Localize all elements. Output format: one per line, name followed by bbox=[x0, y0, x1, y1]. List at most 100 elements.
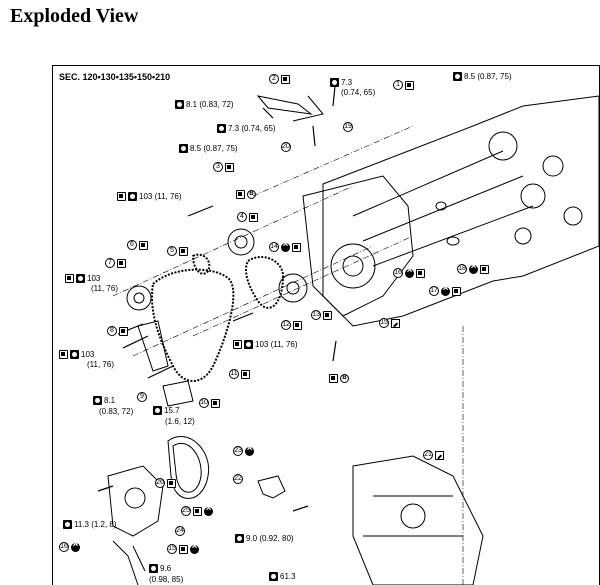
engine-oil-icon bbox=[139, 240, 148, 250]
torque-label: 7.3 (0.74, 65) bbox=[217, 124, 276, 133]
part-number-1: 1 bbox=[393, 80, 403, 90]
engine-oil-icon bbox=[323, 310, 332, 320]
front-cover-gasket bbox=[167, 435, 210, 499]
part-number-24: 24 bbox=[175, 526, 185, 536]
torque-label: 61.3 bbox=[269, 572, 296, 581]
water-pump bbox=[107, 465, 164, 537]
torque-label: 103 (11, 76) bbox=[117, 192, 182, 201]
do-not-reuse-icon bbox=[281, 240, 290, 252]
bolt-torque-icon bbox=[149, 564, 158, 573]
camshaft-sprockets bbox=[126, 228, 308, 311]
engine-oil-icon bbox=[179, 544, 188, 554]
bolt-torque-icon bbox=[330, 78, 339, 87]
torque-label: 9.0 (0.92, 80) bbox=[235, 534, 294, 543]
bolts bbox=[97, 85, 337, 512]
part-label-17: 17 bbox=[429, 284, 461, 296]
part-label-2: 2 bbox=[269, 74, 290, 84]
oil-b-label: B bbox=[236, 190, 256, 199]
bolt-torque-icon bbox=[70, 350, 79, 359]
part-number-25: 25 bbox=[181, 506, 191, 516]
part-number-5: 5 bbox=[167, 246, 177, 256]
do-not-reuse-icon bbox=[190, 542, 199, 554]
timing-chain-primary bbox=[151, 268, 235, 382]
exploded-view-drawing bbox=[97, 85, 599, 585]
part-label-12: 12 bbox=[281, 320, 302, 330]
do-not-reuse-icon bbox=[245, 444, 254, 456]
torque-label-cont: (11, 76) bbox=[87, 360, 114, 369]
sealant-icon bbox=[435, 450, 444, 460]
part-number-3: 3 bbox=[213, 162, 223, 172]
part-number-23: 23 bbox=[233, 446, 243, 456]
torque-label: 8.1 bbox=[93, 396, 115, 405]
bolt-torque-icon bbox=[217, 124, 226, 133]
oil-b-label: B bbox=[329, 374, 349, 383]
bolt-torque-icon bbox=[76, 274, 85, 283]
engine-oil-icon bbox=[179, 246, 188, 256]
part-label-4: 4 bbox=[237, 212, 258, 222]
bolt-torque-icon bbox=[235, 534, 244, 543]
part-number-14: 14 bbox=[269, 242, 279, 252]
part-number-9: 9 bbox=[137, 392, 147, 402]
torque-label: 8.1 (0.83, 72) bbox=[175, 100, 234, 109]
part-label-24: 24 bbox=[175, 526, 185, 536]
tensioner-arm bbox=[137, 320, 169, 372]
engine-oil-icon bbox=[241, 369, 250, 379]
engine-oil-icon bbox=[405, 80, 414, 90]
part-label-26: 26 bbox=[155, 478, 176, 488]
engine-oil-icon bbox=[293, 320, 302, 330]
chain-guide-top bbox=[256, 95, 313, 115]
part-label-14: 14 bbox=[269, 240, 301, 252]
engine-oil-icon bbox=[480, 264, 489, 274]
torque-label: 103 bbox=[59, 350, 94, 359]
part-label-3: 3 bbox=[213, 162, 234, 172]
torque-label-cont: (11, 76) bbox=[91, 284, 118, 293]
engine-oil-icon bbox=[117, 258, 126, 268]
part-number-12: 12 bbox=[281, 320, 291, 330]
part-number-17: 17 bbox=[429, 286, 439, 296]
part-number-15: 15 bbox=[167, 544, 177, 554]
part-label-6: 6 bbox=[127, 240, 148, 250]
part-label-7: 7 bbox=[105, 258, 126, 268]
torque-label: 8.5 (0.87, 75) bbox=[453, 72, 512, 81]
engine-oil-icon bbox=[211, 398, 220, 408]
part-label-5: 5 bbox=[167, 246, 188, 256]
engine-oil-icon bbox=[119, 326, 128, 336]
part-number-13: 13 bbox=[311, 310, 321, 320]
part-label-15-lower: 15 bbox=[167, 542, 199, 554]
torque-label: 15.7 bbox=[153, 406, 180, 415]
do-not-reuse-icon bbox=[441, 284, 450, 296]
oil-b-icon: B bbox=[247, 190, 256, 199]
do-not-reuse-icon bbox=[71, 540, 80, 552]
torque-label-cont: (1.6, 12) bbox=[165, 417, 195, 426]
engine-oil-icon bbox=[59, 350, 68, 359]
part-number-8: 8 bbox=[107, 326, 117, 336]
part-number-16: 16 bbox=[393, 268, 403, 278]
part-number-22: 22 bbox=[233, 474, 243, 484]
part-label-23: 23 bbox=[233, 444, 254, 456]
page-title: Exploded View bbox=[10, 5, 139, 27]
part-label-20: 20 bbox=[281, 142, 291, 152]
part-number-26: 26 bbox=[155, 478, 165, 488]
part-number-21: 21 bbox=[423, 450, 433, 460]
engine-oil-icon bbox=[249, 212, 258, 222]
engine-oil-icon bbox=[167, 478, 176, 488]
engine-oil-icon bbox=[281, 74, 290, 84]
part-number-18: 18 bbox=[457, 264, 467, 274]
engine-oil-icon bbox=[65, 274, 74, 283]
bolt-torque-icon bbox=[175, 100, 184, 109]
engine-oil-icon bbox=[416, 268, 425, 278]
part-number-10: 10 bbox=[199, 398, 209, 408]
torque-label-cont: (0.83, 72) bbox=[99, 407, 134, 416]
sealant-icon bbox=[391, 318, 400, 328]
torque-label: 9.6 bbox=[149, 564, 171, 573]
part-label-8: 8 bbox=[107, 326, 128, 336]
torque-label-cont: (0.74, 65) bbox=[341, 88, 376, 97]
do-not-reuse-icon bbox=[405, 266, 414, 278]
engine-oil-icon bbox=[193, 506, 202, 516]
water-outlet bbox=[257, 475, 286, 499]
diagram-frame: SEC. 120•130•135•150•210 8.1 (0.83, 72) … bbox=[52, 65, 600, 585]
engine-oil-icon bbox=[292, 242, 301, 252]
section-label: SEC. 120•130•135•150•210 bbox=[59, 72, 171, 82]
part-label-10: 10 bbox=[199, 398, 220, 408]
bolt-torque-icon bbox=[179, 144, 188, 153]
